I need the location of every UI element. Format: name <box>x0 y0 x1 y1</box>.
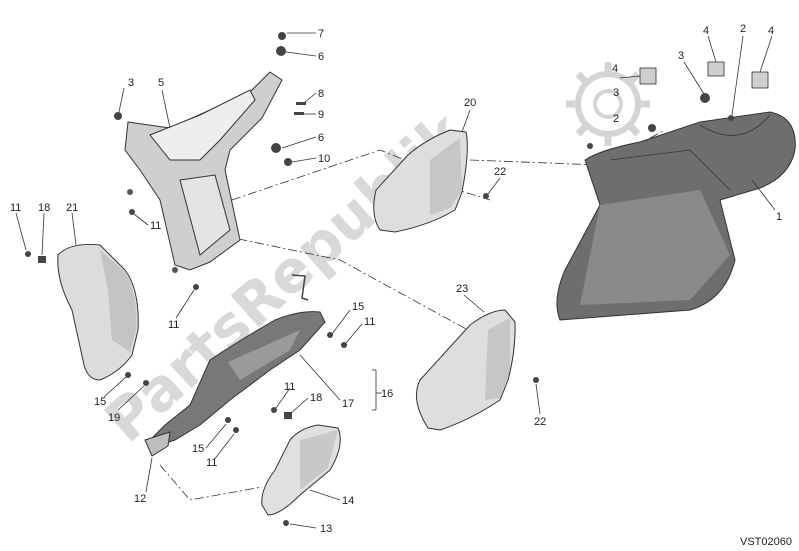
part-17-support-panel <box>144 311 326 457</box>
screw-icon-22b <box>533 377 539 383</box>
callout-19: 19 <box>108 412 120 424</box>
screw-icon-11d <box>341 342 347 348</box>
callout-9: 9 <box>318 109 324 121</box>
clip-icon-8 <box>296 102 306 105</box>
clip-icon-18b <box>284 412 292 419</box>
callout-12: 12 <box>134 493 146 505</box>
callout-11: 11 <box>284 381 295 393</box>
callout-15: 15 <box>192 443 204 455</box>
callout-16: 16 <box>381 388 393 400</box>
callout-11: 11 <box>206 457 217 469</box>
grommet-icon-3c <box>648 124 656 132</box>
screw-icon-11f <box>233 427 239 433</box>
part-23-cover <box>415 309 516 431</box>
watermark-gear-icon <box>566 62 650 146</box>
screw-icon-19 <box>143 380 149 386</box>
callout-22: 22 <box>534 416 546 428</box>
callout-11: 11 <box>150 220 161 232</box>
callout-18: 18 <box>310 392 322 404</box>
screw-icon-13 <box>283 520 289 526</box>
screw-icon-11b <box>193 284 199 290</box>
callout-7: 7 <box>318 28 324 40</box>
callout-11: 11 <box>10 202 21 214</box>
screw-icon-22a <box>483 193 489 199</box>
callout-11: 11 <box>168 319 179 331</box>
part-1-side-fairing <box>556 111 796 321</box>
callout-15: 15 <box>94 396 106 408</box>
grommet-icon-3a <box>114 112 122 120</box>
part-14-lower-cover <box>261 424 341 516</box>
callout-6: 6 <box>318 132 324 144</box>
bracket-icon-15 <box>291 274 309 301</box>
callout-17: 17 <box>342 398 354 410</box>
nut-icon-6a <box>276 46 286 56</box>
callout-5: 5 <box>158 77 164 89</box>
clip-icon-18a <box>38 256 46 263</box>
callout-21: 21 <box>66 202 78 214</box>
pad-icon-4c <box>751 71 769 89</box>
callout-23: 23 <box>456 283 468 295</box>
callout-14: 14 <box>342 495 354 507</box>
part-20-cover <box>373 129 468 233</box>
callout-6: 6 <box>318 51 324 63</box>
screw-icon-11c <box>25 251 31 257</box>
screw-icon-2b <box>728 115 734 121</box>
screw-icon-2a <box>587 143 593 149</box>
drawing-code: VST02060 <box>740 536 792 548</box>
callout-2: 2 <box>740 23 746 35</box>
callout-3: 3 <box>613 87 619 99</box>
screw-icon-9 <box>294 112 304 115</box>
screw-icon-10 <box>284 158 292 166</box>
pad-icon-4a <box>639 67 657 85</box>
nut-icon-6b <box>271 143 281 153</box>
part-21-side-cover <box>57 244 139 381</box>
screw-icon-15c <box>225 417 231 423</box>
callout-15: 15 <box>352 301 364 313</box>
screw-icon-15a <box>327 332 333 338</box>
screw-icon-11e <box>271 407 277 413</box>
callout-4: 4 <box>703 25 709 37</box>
callout-10: 10 <box>318 153 330 165</box>
callout-3: 3 <box>128 77 134 89</box>
fasteners <box>25 32 769 526</box>
callout-labels: 1 2 4 4 3 4 3 2 3 5 7 6 8 9 6 10 20 22 1… <box>10 23 782 535</box>
part-5-frame-bracket <box>124 71 283 273</box>
screw-icon-15b <box>125 372 131 378</box>
screw-icon-7 <box>278 32 286 40</box>
callout-3: 3 <box>678 50 684 62</box>
callout-22: 22 <box>494 166 506 178</box>
leader-lines <box>15 32 776 529</box>
callout-13: 13 <box>320 523 332 535</box>
callout-1: 1 <box>776 211 782 223</box>
pad-icon-4b <box>707 61 725 77</box>
callout-4: 4 <box>768 25 774 37</box>
callout-18: 18 <box>38 202 50 214</box>
callout-4: 4 <box>612 63 618 75</box>
callout-8: 8 <box>318 88 324 100</box>
callout-11: 11 <box>364 316 375 328</box>
grommet-icon-3b <box>700 93 710 103</box>
callout-20: 20 <box>464 97 476 109</box>
screw-icon-11a <box>129 209 135 215</box>
callout-2: 2 <box>613 113 619 125</box>
